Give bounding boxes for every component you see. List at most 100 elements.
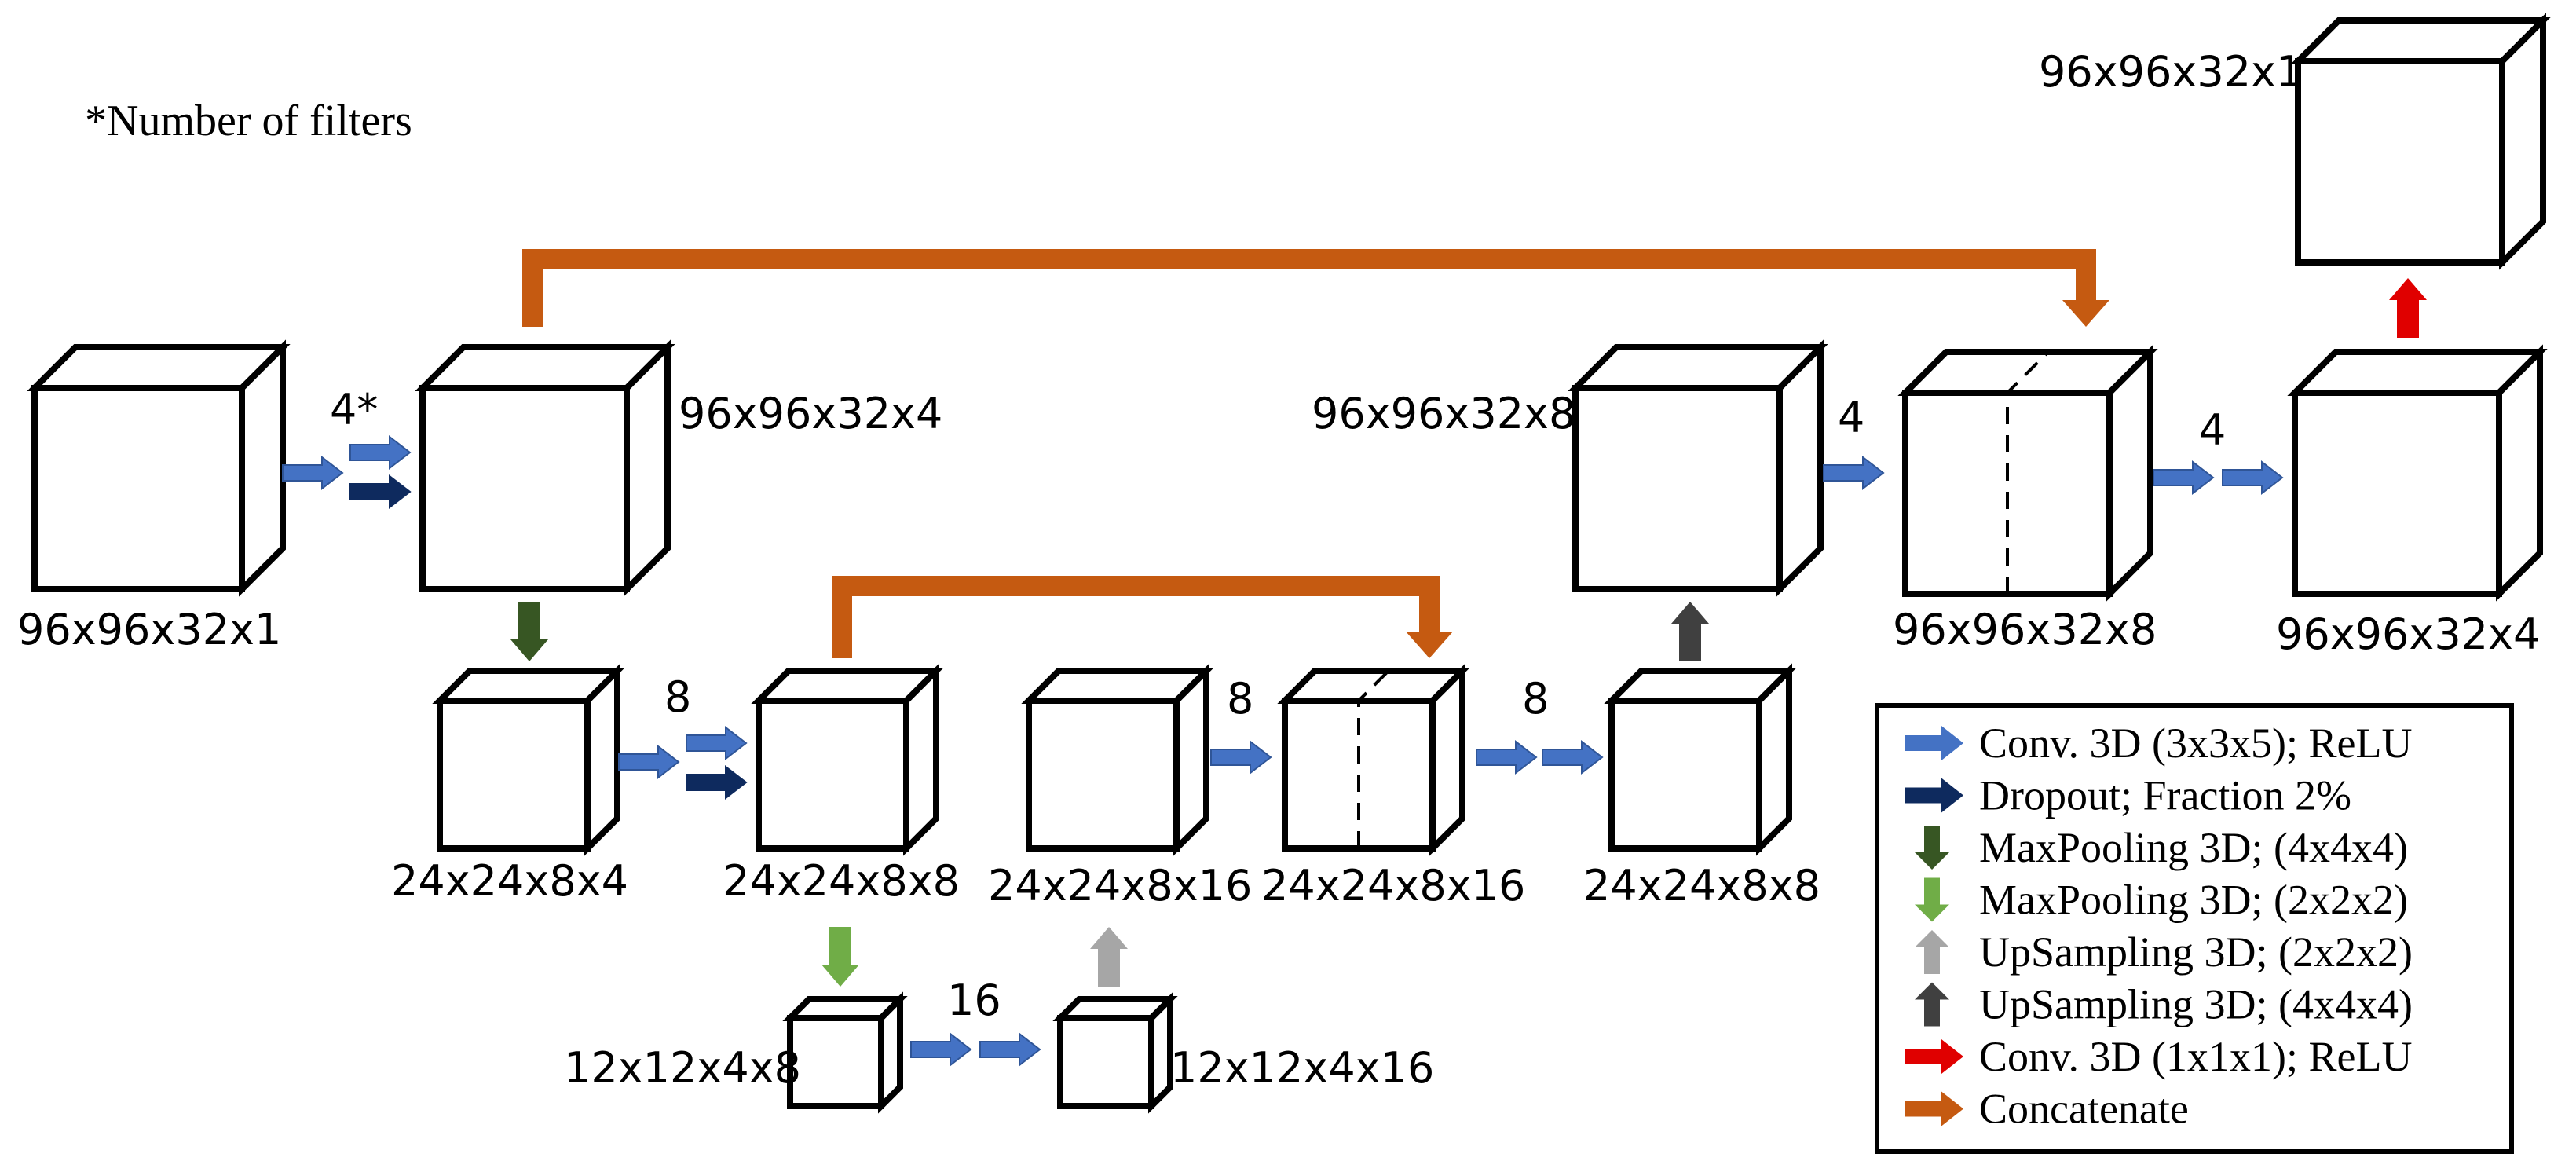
- feature-volumes: [27, 13, 2551, 1114]
- legend-label: MaxPooling 3D; (2x2x2): [1979, 877, 2408, 924]
- conv-arrow-icon: [2153, 460, 2215, 496]
- legend-item-dropout: Dropout; Fraction 2%: [1905, 772, 2351, 819]
- volume-output: [2290, 13, 2551, 270]
- skip-connections: [522, 249, 2109, 658]
- maxpool-2-arrow-icon: [821, 927, 859, 987]
- skip-connection-inner: [832, 576, 1453, 658]
- volume-pool1: [432, 663, 625, 856]
- legend-item-maxpool2: MaxPooling 3D; (2x2x2): [1915, 877, 2408, 924]
- concatenate-path: [832, 576, 1440, 658]
- legend-item-upsample4: UpSampling 3D; (4x4x4): [1915, 981, 2413, 1028]
- volume-side-face: [624, 339, 671, 597]
- shape-label-up1: 24x24x8x16: [988, 861, 1252, 910]
- shape-label-dec2: 96x96x32x4: [2276, 610, 2540, 659]
- filter-label-enc1: 4*: [330, 385, 378, 434]
- filter-label-dec2-b: 4: [2199, 405, 2226, 455]
- legend-label: UpSampling 3D; (4x4x4): [1979, 981, 2413, 1028]
- volume-side-face: [903, 663, 939, 856]
- volume-enc2: [751, 663, 944, 856]
- volume-front-face: [1572, 385, 1783, 592]
- conv-arrow-icon: [1542, 739, 1604, 775]
- filter-label-dec2-a: 4: [1838, 393, 1864, 442]
- flow-arrows: [282, 278, 2427, 1068]
- dropout-arrow-icon: [349, 474, 412, 510]
- skip-connection-outer: [522, 249, 2109, 327]
- volume-front-face: [2295, 58, 2505, 266]
- legend-frame: [1875, 703, 2514, 1154]
- dropout-arrow-icon: [686, 764, 748, 800]
- volume-front-face: [756, 698, 909, 852]
- volume-input: [27, 339, 291, 597]
- maxpool-4-arrow-icon: [1915, 826, 1949, 870]
- concatenate-path: [522, 249, 2096, 327]
- conv-arrow-icon: [1905, 726, 1963, 760]
- volume-front-face: [2292, 390, 2502, 597]
- conv-arrow-icon: [979, 1031, 1041, 1068]
- volume-dec2: [2287, 344, 2548, 602]
- shape-label-input: 96x96x32x1: [17, 605, 281, 654]
- conv-arrow-icon: [1210, 739, 1272, 775]
- legend-item-upsample2: UpSampling 3D; (2x2x2): [1915, 928, 2413, 976]
- shape-label-pool2: 12x12x4x8: [564, 1043, 801, 1093]
- volume-side-face: [584, 663, 620, 856]
- conv-arrow-icon: [1476, 739, 1538, 775]
- volume-up1: [1021, 663, 1214, 856]
- volume-concat2: [1897, 344, 2158, 602]
- volume-front-face: [1608, 698, 1762, 852]
- concatenate-arrow-icon: [1905, 1091, 1963, 1126]
- legend-item-concat: Concatenate: [1905, 1086, 2189, 1133]
- volume-up2: [1568, 339, 1828, 597]
- legend-item-maxpool4: MaxPooling 3D; (4x4x4): [1915, 824, 2408, 871]
- volume-side-face: [239, 339, 286, 597]
- conv-arrow-icon: [618, 744, 680, 780]
- volume-concat1: [1277, 663, 1470, 856]
- volume-side-face: [1173, 663, 1209, 856]
- shape-label-output: 96x96x32x1: [2039, 47, 2303, 97]
- legend-item-conv: Conv. 3D (3x3x5); ReLU: [1905, 720, 2412, 767]
- volume-front-face: [1026, 698, 1180, 852]
- volume-side-face: [1429, 663, 1465, 856]
- shape-label-dec1: 24x24x8x8: [1583, 861, 1820, 910]
- volume-front-face: [1057, 1015, 1154, 1109]
- volume-side-face: [1756, 663, 1792, 856]
- volume-side-face: [2499, 13, 2546, 270]
- maxpool-4-arrow-icon: [510, 602, 548, 661]
- shape-label-pool1: 24x24x8x4: [391, 856, 628, 906]
- shape-label-concat1: 24x24x8x16: [1261, 861, 1525, 910]
- volume-front-face: [31, 385, 245, 592]
- volume-side-face: [1776, 339, 1824, 597]
- conv-arrow-icon: [910, 1031, 972, 1068]
- shape-label-concat2: 96x96x32x8: [1893, 605, 2157, 654]
- concatenate-arrow-icon: [1406, 632, 1453, 658]
- filter-label-dec1-a: 8: [1227, 674, 1253, 723]
- upsample-2-arrow-icon: [1090, 927, 1128, 987]
- legend-label: Conv. 3D (1x1x1); ReLU: [1979, 1033, 2412, 1080]
- conv-arrow-icon: [2222, 460, 2284, 496]
- concat-split-line: [2006, 350, 2050, 594]
- legend-item-conv1x1: Conv. 3D (1x1x1); ReLU: [1905, 1033, 2412, 1080]
- legend-label: MaxPooling 3D; (4x4x4): [1979, 824, 2408, 871]
- upsample-4-arrow-icon: [1671, 602, 1709, 661]
- upsample-2-arrow-icon: [1915, 930, 1949, 974]
- filters-note: *Number of filters: [85, 97, 412, 145]
- conv-arrow-icon: [686, 725, 748, 761]
- legend-label: UpSampling 3D; (2x2x2): [1979, 928, 2413, 976]
- maxpool-2-arrow-icon: [1915, 877, 1949, 922]
- volume-front-face: [787, 1015, 884, 1109]
- dropout-arrow-icon: [1905, 778, 1963, 813]
- shape-label-bottleneck: 12x12x4x16: [1170, 1043, 1434, 1093]
- shape-label-enc1: 96x96x32x4: [679, 389, 942, 438]
- filter-label-dec1-b: 8: [1522, 674, 1549, 723]
- filter-label-enc2: 8: [664, 672, 691, 722]
- legend-label: Conv. 3D (3x3x5); ReLU: [1979, 720, 2412, 767]
- concatenate-arrow-icon: [2062, 300, 2109, 327]
- volume-front-face: [437, 698, 591, 852]
- legend: Conv. 3D (3x3x5); ReLU Dropout; Fraction …: [1875, 703, 2514, 1154]
- volume-dec1: [1604, 663, 1797, 856]
- volume-enc1: [415, 339, 675, 597]
- volume-bottleneck: [1052, 991, 1178, 1114]
- conv-1x1-arrow-icon: [1905, 1039, 1963, 1074]
- volume-front-face: [419, 385, 630, 592]
- shape-label-up2: 96x96x32x8: [1312, 389, 1575, 438]
